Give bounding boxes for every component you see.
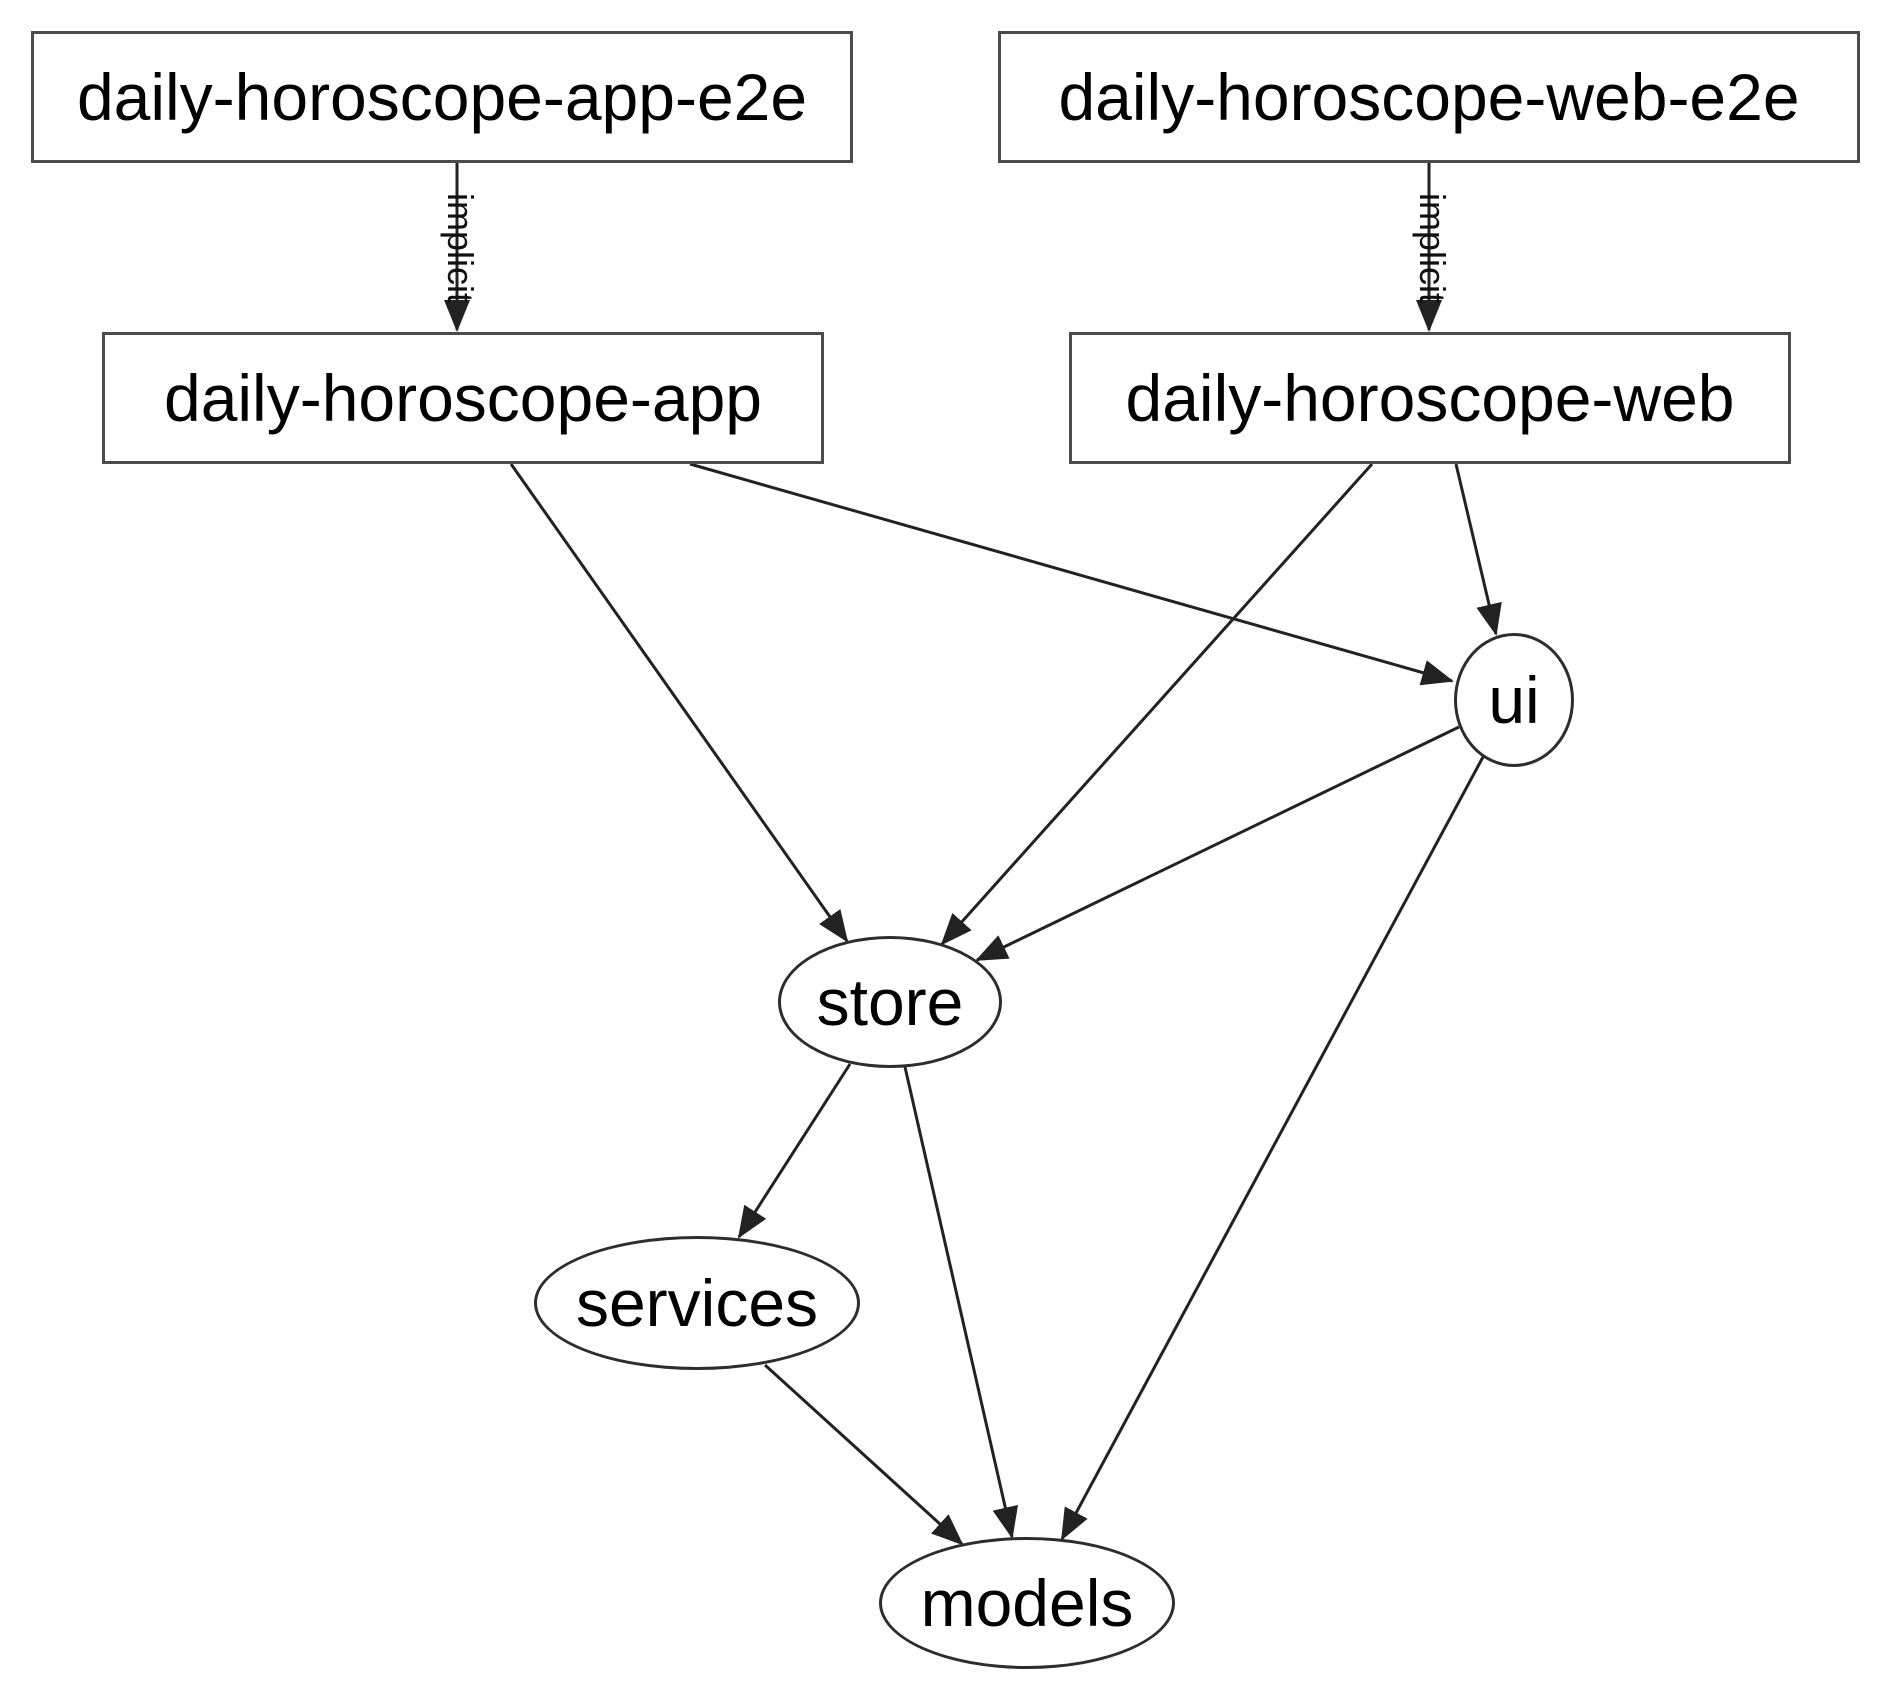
node-label: daily-horoscope-app [163, 361, 763, 435]
node-label: daily-horoscope-web [1125, 361, 1735, 435]
edge-daily-horoscope-web-to-store [940, 462, 1374, 946]
node-services: services [534, 1236, 860, 1370]
edge-daily-horoscope-app-to-store [509, 463, 849, 943]
node-daily-horoscope-web-e2e: daily-horoscope-web-e2e [998, 31, 1860, 163]
node-label: ui [1488, 663, 1540, 737]
edge-store-to-services [737, 1063, 852, 1239]
node-daily-horoscope-app-e2e: daily-horoscope-app-e2e [31, 31, 853, 163]
node-label: models [920, 1566, 1134, 1640]
edge-services-to-models [763, 1363, 964, 1546]
edge-label-daily-horoscope-app-e2e-to-daily-horoscope-app: implicit [440, 193, 481, 303]
node-ui: ui [1454, 633, 1574, 767]
edge-store-to-models [903, 1066, 1019, 1539]
edge-daily-horoscope-app-to-ui [689, 462, 1454, 686]
edge-label-daily-horoscope-web-e2e-to-daily-horoscope-web: implicit [1412, 193, 1453, 303]
node-label: daily-horoscope-app-e2e [76, 60, 808, 134]
node-daily-horoscope-web: daily-horoscope-web [1069, 332, 1791, 464]
node-daily-horoscope-app: daily-horoscope-app [102, 332, 824, 464]
node-models: models [879, 1537, 1175, 1669]
edge-ui-to-store [975, 725, 1460, 962]
edge-daily-horoscope-web-to-ui [1454, 463, 1502, 636]
node-label: services [575, 1266, 819, 1340]
node-label: daily-horoscope-web-e2e [1058, 60, 1800, 134]
edge-ui-to-models [1060, 756, 1485, 1541]
node-label: store [816, 965, 964, 1039]
node-store: store [778, 936, 1002, 1068]
